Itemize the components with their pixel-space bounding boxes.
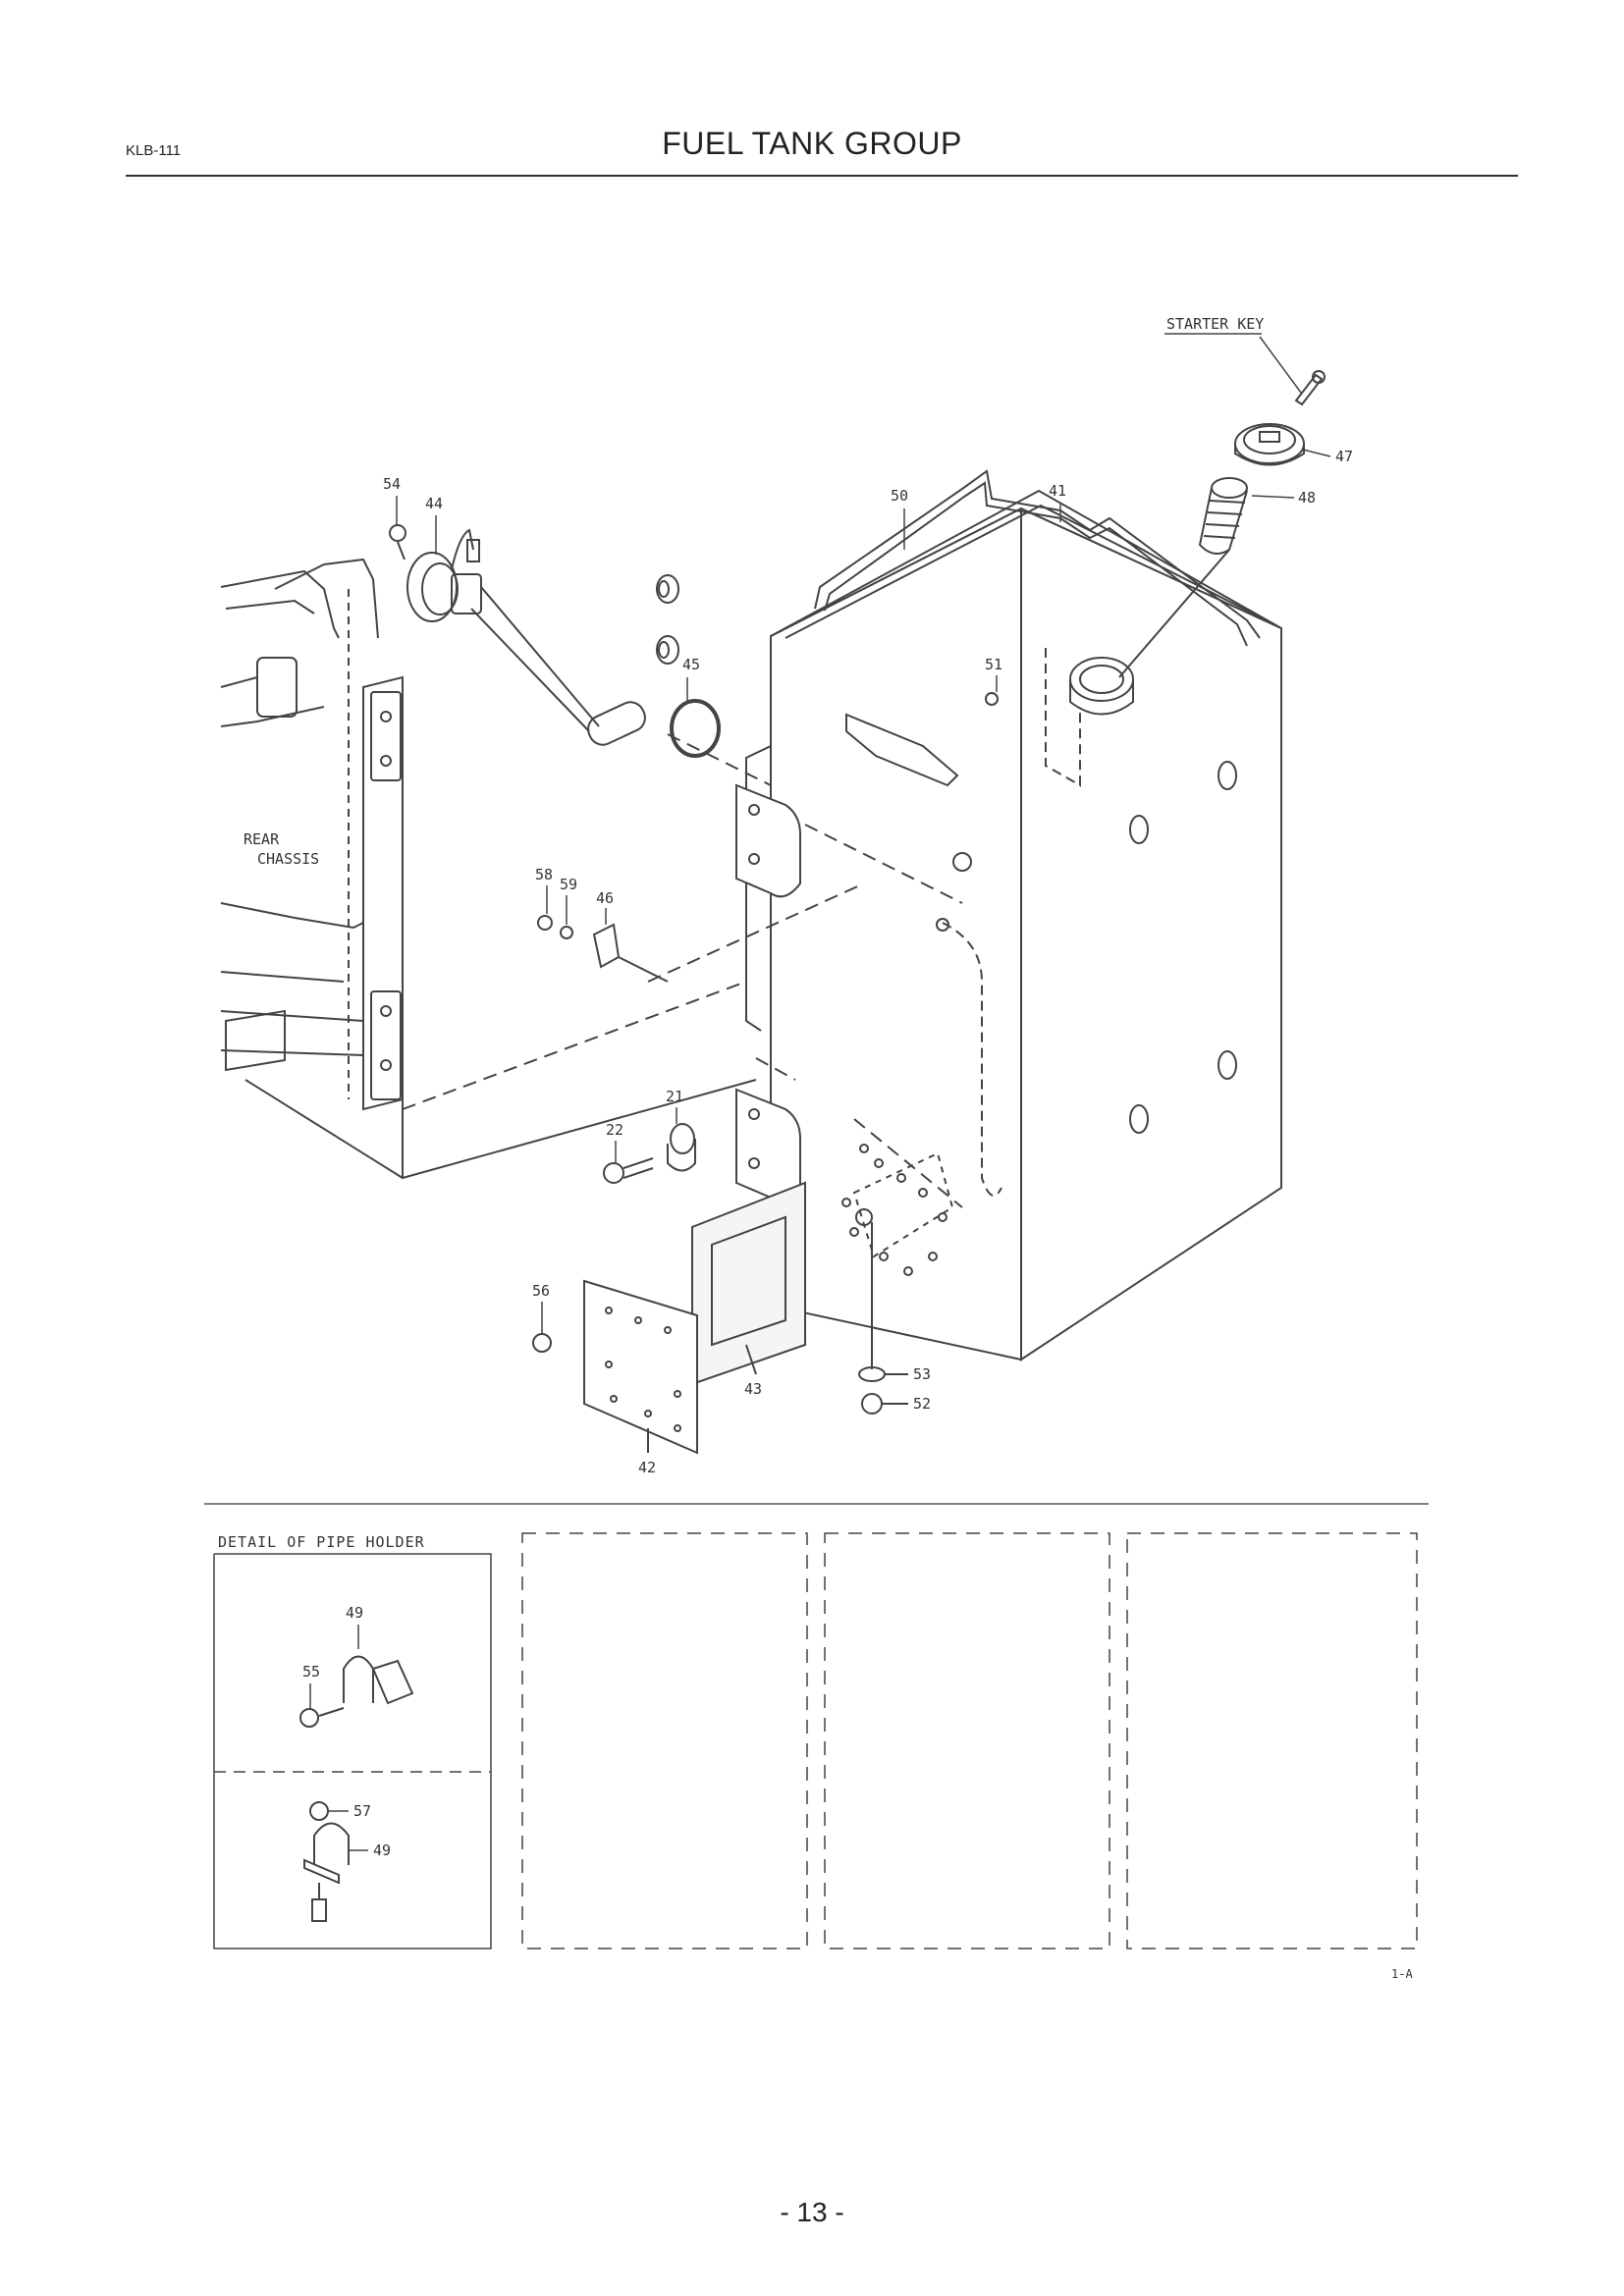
label-part-42: 42	[638, 1459, 656, 1476]
washer-53	[858, 1366, 908, 1382]
detail-pipe-holder-box	[213, 1553, 492, 1949]
gasket	[691, 1181, 806, 1386]
label-part-50: 50	[891, 487, 908, 505]
label-part-53: 53	[913, 1365, 931, 1383]
explode-guides	[402, 733, 963, 1208]
cover-plate	[583, 1279, 698, 1455]
figure-code: 1-A	[1391, 1967, 1413, 1981]
filler-cap	[1234, 423, 1305, 466]
nut-58	[537, 915, 553, 931]
fuel-sender-unit	[406, 528, 646, 746]
label-part-21: 21	[666, 1088, 683, 1105]
bolt-22	[603, 1157, 654, 1184]
label-part-58: 58	[535, 866, 553, 883]
label-part-52: 52	[913, 1395, 931, 1413]
spacer	[656, 574, 679, 604]
washer-59	[560, 926, 573, 939]
label-detail-55: 55	[302, 1663, 320, 1681]
detail-title: DETAIL OF PIPE HOLDER	[218, 1533, 425, 1551]
header-rule	[126, 175, 1518, 177]
label-part-47: 47	[1335, 448, 1353, 465]
label-part-46: 46	[596, 889, 614, 907]
label-part-51: 51	[985, 656, 1002, 673]
label-part-56: 56	[532, 1282, 550, 1300]
label-detail-49a: 49	[346, 1604, 363, 1622]
mounting-plate	[735, 783, 801, 898]
fuel-pipe	[814, 469, 1261, 647]
empty-frame	[824, 1532, 1110, 1949]
page-title: FUEL TANK GROUP	[662, 126, 962, 161]
label-part-41: 41	[1049, 482, 1066, 500]
starter-key	[1294, 370, 1326, 406]
collar-21	[667, 1123, 696, 1172]
drain-stud-pattern	[841, 1144, 954, 1369]
label-part-59: 59	[560, 876, 577, 893]
label-part-22: 22	[606, 1121, 623, 1139]
label-rear-2: CHASSIS	[257, 850, 319, 868]
label-part-43: 43	[744, 1380, 762, 1398]
bolt-54	[389, 524, 406, 561]
label-detail-49b: 49	[373, 1842, 391, 1859]
nut-56	[532, 1333, 552, 1353]
label-starter-key: STARTER KEY	[1166, 315, 1264, 333]
drain-plug-52	[861, 1393, 908, 1415]
label-part-44: 44	[425, 495, 443, 512]
label-part-54: 54	[383, 475, 401, 493]
o-ring	[670, 699, 721, 758]
empty-frame	[1126, 1532, 1418, 1949]
rear-chassis	[220, 558, 757, 1180]
fuel-strainer	[1118, 477, 1248, 678]
page-number: - 13 -	[780, 2197, 844, 2227]
label-rear-1: REAR	[244, 830, 280, 848]
document-code: KLB-111	[126, 142, 182, 159]
fuel-tank	[745, 489, 1282, 1362]
empty-frame	[521, 1532, 808, 1949]
label-detail-57: 57	[353, 1802, 371, 1820]
pipe-holder	[592, 923, 669, 983]
label-part-45: 45	[682, 656, 700, 673]
spacer	[656, 635, 679, 665]
label-part-48: 48	[1298, 489, 1316, 507]
